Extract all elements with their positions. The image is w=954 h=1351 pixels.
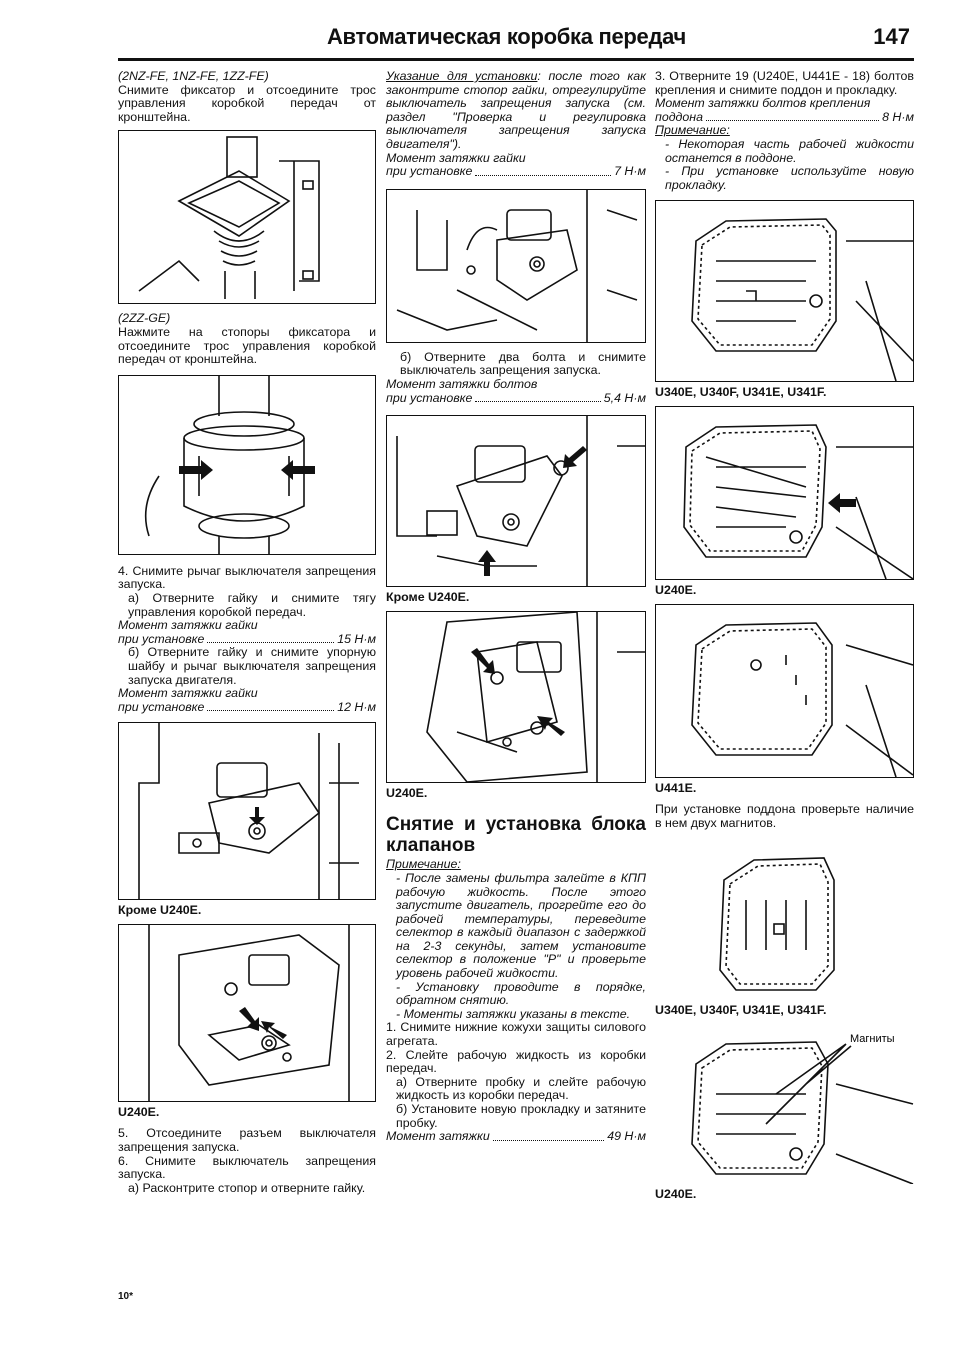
figure-pan-u441e bbox=[655, 603, 914, 778]
torque-label: Момент затяжки гайки bbox=[118, 618, 258, 633]
diagram-illustration: Магниты bbox=[691, 1033, 914, 1184]
figure-caption: U240E. bbox=[655, 1186, 697, 1201]
torque-value: 8 Н·м bbox=[882, 109, 914, 124]
diagram-illustration bbox=[396, 189, 638, 342]
page-number: 147 bbox=[873, 24, 910, 49]
torque-row: при установке 7 Н·м bbox=[386, 165, 646, 179]
figure-caption: U340E, U340F, U341E, U341F. bbox=[655, 385, 827, 400]
step-text: 2. Слейте рабочую жидкость из коробки пе… bbox=[386, 1047, 646, 1076]
step-text: б) Установите новую прокладку и затяните… bbox=[396, 1102, 646, 1130]
figure-magnets-u240e: Магниты bbox=[655, 1023, 914, 1184]
torque-row: при установке 12 Н·м bbox=[118, 699, 376, 715]
diagram-illustration bbox=[691, 218, 913, 382]
figure-lever-except-u240e bbox=[118, 722, 376, 901]
figure-caption: U240E. bbox=[118, 1104, 160, 1119]
torque-label: Момент затяжки гайки bbox=[118, 686, 258, 701]
figure-caption: U340E, U340F, U341E, U341F. bbox=[655, 1003, 827, 1018]
torque-value: 49 Н·м bbox=[607, 1129, 646, 1144]
torque-label: Момент затяжки гайки bbox=[386, 150, 526, 165]
note-title: Указание для установки bbox=[386, 69, 538, 83]
page-header: Автоматическая коробка передач 147 bbox=[118, 24, 914, 61]
column-1: (2NZ-FE, 1NZ-FE, 1ZZ-FE) Снимите фиксато… bbox=[118, 69, 376, 1195]
page-title: Автоматическая коробка передач bbox=[326, 24, 686, 49]
figure-caption: Кроме U240E. bbox=[118, 903, 202, 918]
step-text: б) Отверните два болта и снимите выключа… bbox=[400, 349, 646, 378]
note-item: - Некоторая часть рабочей жидкости остан… bbox=[665, 136, 914, 165]
figure-cable-bracket bbox=[118, 130, 376, 305]
note-item: - После замены фильтра залейте в КПП раб… bbox=[396, 870, 646, 981]
paragraph: Снимите фиксатор и отсоедините трос упра… bbox=[118, 82, 376, 124]
section-title: Снятие и установка блока клапанов bbox=[386, 814, 646, 857]
diagram-illustration bbox=[719, 857, 835, 992]
diagram-illustration bbox=[144, 375, 315, 554]
footer-mark: 10* bbox=[118, 1291, 134, 1302]
diagram-illustration bbox=[426, 611, 645, 782]
diagram-illustration bbox=[683, 424, 913, 579]
column-3: 3. Отверните 19 (U240E, U441E - 18) болт… bbox=[655, 69, 914, 1208]
torque-label: Момент затяжки болтов bbox=[386, 376, 538, 391]
figure-magnets-u340e bbox=[655, 840, 914, 1001]
step-text: 5. Отсоедините разъем выключателя запрещ… bbox=[118, 1126, 376, 1155]
paragraph: При установке поддона проверьте наличие … bbox=[655, 802, 914, 830]
torque-row: при установке 15 Н·м bbox=[118, 631, 376, 647]
torque-row-left: при установке bbox=[118, 631, 205, 646]
step-text: 3. Отверните 19 (U240E, U441E - 18) болт… bbox=[655, 69, 914, 97]
note-title: Примечание: bbox=[386, 857, 461, 872]
diagram-illustration bbox=[138, 723, 359, 900]
note-item: - При установке используйте новую прокла… bbox=[665, 164, 914, 192]
figure-switch-nut bbox=[386, 188, 646, 343]
torque-value: 15 Н·м bbox=[337, 631, 376, 646]
torque-row-left: поддона bbox=[655, 109, 704, 124]
paragraph: Нажмите на стопоры фиксатора и отсоедини… bbox=[118, 324, 376, 367]
torque-row: Момент затяжки 49 Н·м bbox=[386, 1130, 646, 1144]
model-label: (2ZZ-GE) bbox=[118, 311, 171, 326]
figure-switch-bolts-u240e bbox=[386, 610, 646, 783]
torque-row-left: при установке bbox=[386, 390, 473, 405]
step-text: б) Отверните гайку и снимите упорную шай… bbox=[128, 645, 376, 687]
torque-row-left: при установке bbox=[118, 699, 205, 714]
column-2: Указание для установки: после того как з… bbox=[386, 69, 646, 1144]
figure-pan-u340e bbox=[655, 200, 914, 383]
figure-pan-u240e bbox=[655, 405, 914, 580]
figure-caption: U240E. bbox=[386, 785, 428, 800]
figure-caption: U441E. bbox=[655, 780, 697, 795]
torque-row: при установке 5,4 Н·м bbox=[386, 390, 646, 406]
figure-cable-stoppers bbox=[118, 374, 376, 555]
torque-value: 7 Н·м bbox=[614, 164, 646, 179]
magnets-label: Магниты bbox=[850, 1033, 895, 1045]
step-text: а) Отверните гайку и снимите тягу управл… bbox=[128, 590, 376, 619]
torque-label: Момент затяжки болтов крепления bbox=[655, 96, 871, 111]
figure-caption: Кроме U240E. bbox=[386, 590, 470, 605]
step-text: 6. Снимите выключатель запрещения запуск… bbox=[118, 1153, 376, 1182]
figure-switch-bolts-except-u240e bbox=[386, 415, 646, 588]
torque-row: поддона 8 Н·м bbox=[655, 109, 914, 125]
torque-value: 12 Н·м bbox=[337, 699, 376, 714]
torque-row-left: при установке bbox=[386, 164, 473, 179]
torque-row-left: Момент затяжки bbox=[386, 1129, 490, 1144]
note-item: - Моменты затяжки указаны в тексте. bbox=[396, 1006, 631, 1021]
step-text: а) Отверните пробку и слейте рабочую жид… bbox=[396, 1074, 646, 1103]
install-note: Указание для установки: после того как з… bbox=[386, 69, 646, 152]
figure-caption: U240E. bbox=[655, 582, 697, 597]
diagram-illustration bbox=[396, 416, 645, 587]
diagram-illustration bbox=[138, 136, 320, 300]
note-item: - Установку проводите в порядке, обратно… bbox=[396, 979, 646, 1008]
figure-lever-u240e bbox=[118, 923, 376, 1102]
step-text: 1. Снимите нижние кожухи защиты силового… bbox=[386, 1020, 646, 1049]
torque-value: 5,4 Н·м bbox=[603, 390, 646, 405]
model-label: (2NZ-FE, 1NZ-FE, 1ZZ-FE) bbox=[118, 69, 269, 83]
diagram-illustration bbox=[148, 924, 350, 1101]
diagram-illustration bbox=[691, 621, 913, 777]
step-text: а) Расконтрите стопор и отверните гайку. bbox=[128, 1180, 366, 1195]
note-title: Примечание: bbox=[655, 123, 730, 138]
step-text: 4. Снимите рычаг выключателя запрещения … bbox=[118, 563, 376, 592]
note-text: : после того как законтрите стопор гайки… bbox=[386, 69, 646, 151]
